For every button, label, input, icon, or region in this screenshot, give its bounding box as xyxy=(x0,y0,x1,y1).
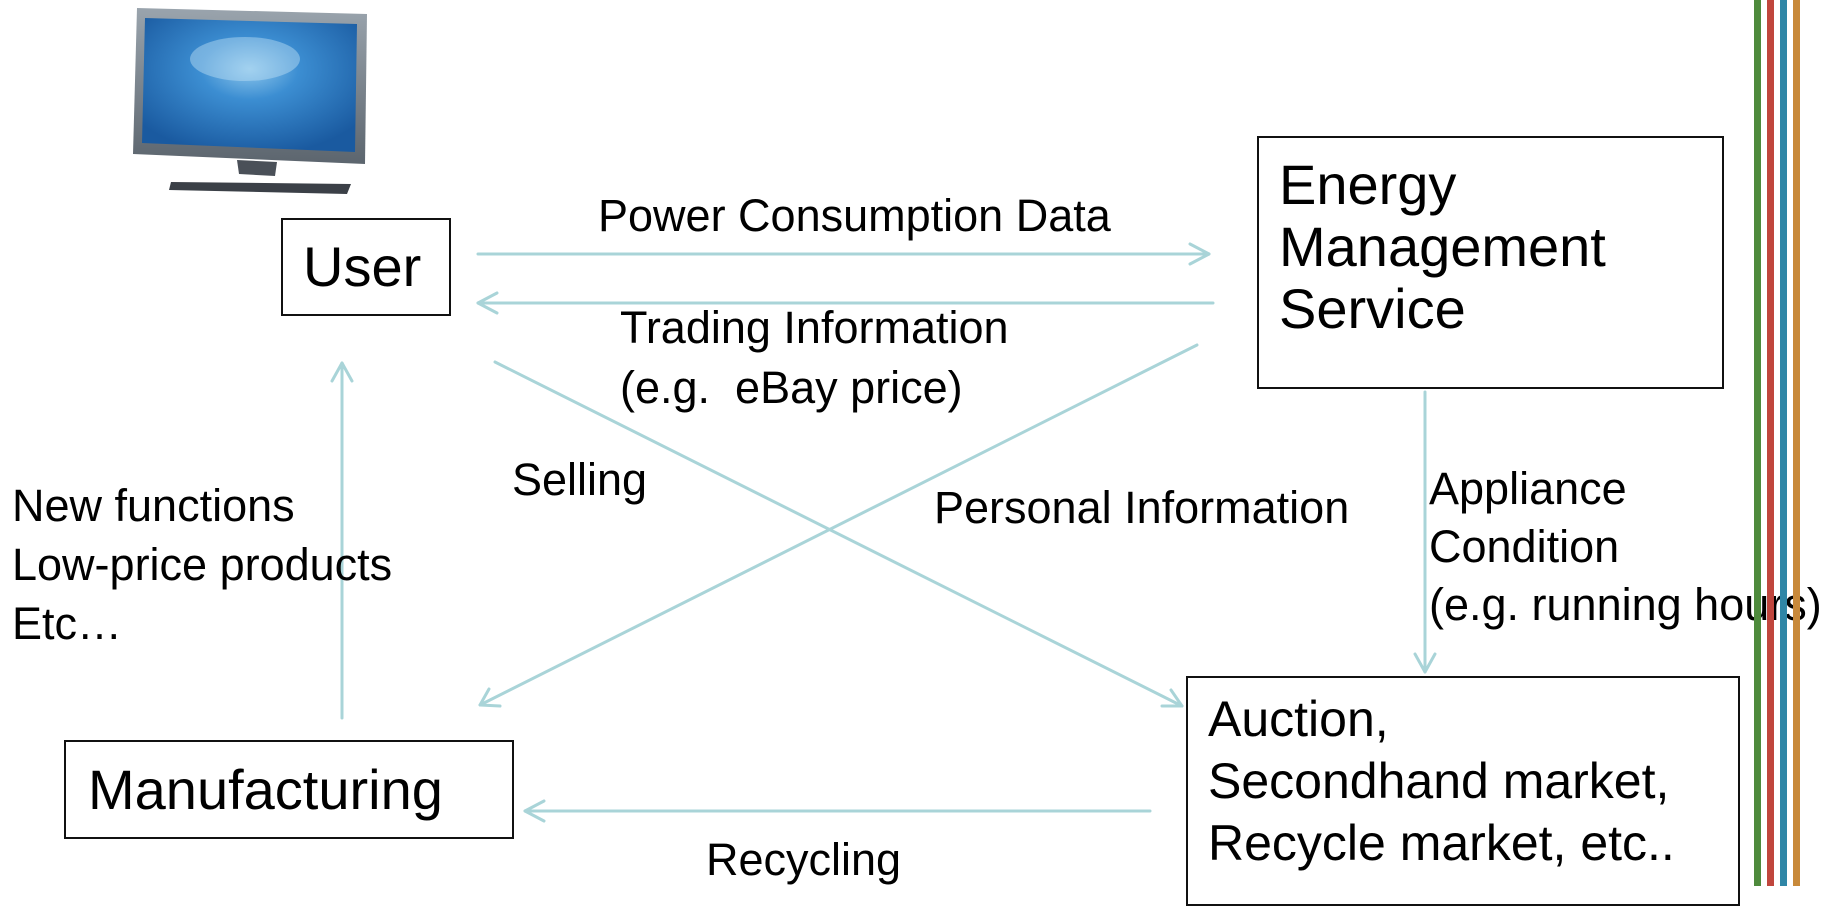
energy-management-node: Energy Management Service xyxy=(1257,136,1724,389)
personal-information-label: Personal Information xyxy=(934,482,1350,533)
appliance-condition-line-3: (e.g. running hours) xyxy=(1429,579,1822,630)
manufacturing-label: Manufacturing xyxy=(88,758,443,821)
trading-information-line-2: (e.g. eBay price) xyxy=(620,362,963,413)
energy-label-line-1: Energy xyxy=(1279,153,1457,216)
appliance-condition-line-1: Appliance xyxy=(1429,463,1627,514)
market-label-line-3: Recycle market, etc.. xyxy=(1208,815,1675,871)
new-functions-line-2: Low-price products xyxy=(12,539,393,590)
arrow-selling xyxy=(493,360,1184,708)
decorative-stripe-blue xyxy=(1780,0,1787,886)
flow-arrows xyxy=(330,242,1437,823)
appliance-condition-label: Appliance Condition (e.g. running hours) xyxy=(1429,460,1822,634)
market-label-line-1: Auction, xyxy=(1208,691,1389,747)
arrow-personal-information xyxy=(478,343,1199,707)
energy-label-line-3: Service xyxy=(1279,277,1466,340)
energy-label-line-2: Management xyxy=(1279,215,1606,278)
trading-information-line-1: Trading Information xyxy=(620,302,1009,353)
user-label: User xyxy=(303,235,422,298)
user-node: User xyxy=(281,218,451,316)
new-functions-line-3: Etc… xyxy=(12,598,123,649)
manufacturing-node: Manufacturing xyxy=(64,740,514,839)
power-consumption-label: Power Consumption Data xyxy=(598,190,1111,241)
recycling-label: Recycling xyxy=(706,834,902,885)
tv-monitor-icon xyxy=(133,8,367,194)
trading-information-label: Trading Information (e.g. eBay price) xyxy=(620,298,1009,418)
new-functions-line-1: New functions xyxy=(12,480,295,531)
selling-label: Selling xyxy=(512,454,648,505)
decorative-stripe-red xyxy=(1767,0,1774,886)
decorative-stripe-green xyxy=(1754,0,1761,886)
decorative-stripe-orange xyxy=(1793,0,1800,886)
market-label-line-2: Secondhand market, xyxy=(1208,753,1670,809)
new-functions-label: New functions Low-price products Etc… xyxy=(12,476,392,653)
appliance-condition-line-2: Condition xyxy=(1429,521,1620,572)
market-node: Auction, Secondhand market, Recycle mark… xyxy=(1186,676,1740,906)
